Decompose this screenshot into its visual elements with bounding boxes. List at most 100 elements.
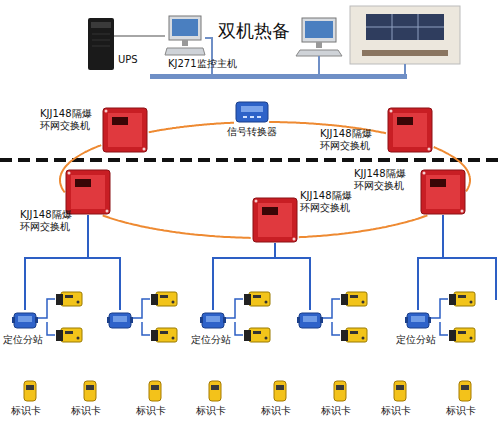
card-body [394,381,406,401]
node-label: KJJ148隔爆 环网交换机 [354,168,414,192]
bolt [423,172,426,175]
node-label: KJJ148隔爆 环网交换机 [300,190,360,214]
sw-node: KJJ148隔爆 环网交换机 [102,107,148,153]
switch-body [388,108,432,152]
bolt [68,172,71,175]
card-node: 标识卡 [23,380,37,402]
switch-body [253,198,297,242]
monitor [302,18,336,42]
sw-node: KJJ148隔爆 环网交换机 [65,169,111,215]
reader-icon [449,292,475,306]
sw-shape [102,107,148,153]
switch-display [112,117,128,125]
reader-icon [56,328,82,342]
node-label: 定位分站 [191,334,235,346]
keyboard [296,50,342,56]
reader-icon [151,292,177,306]
switch-display [75,179,91,187]
branch-link [418,215,443,310]
monitor-screen [305,21,333,38]
switch-display [262,207,278,215]
reader-wire [38,299,448,335]
card-band [336,385,344,390]
reader-icon [56,292,82,306]
node-label: KJJ148隔爆 环网交换机 [20,209,80,233]
node-label: 标识卡 [446,405,484,417]
monitor [169,16,201,40]
sub-shape [12,310,38,330]
card-body [149,381,161,401]
sub-node: 定位分站 [200,310,226,330]
card-node: 标识卡 [148,380,162,402]
substation-ear [223,317,226,323]
card-node: 标识卡 [83,380,97,402]
switch-body [66,170,110,214]
bolt [390,110,393,113]
card-node: 标识卡 [208,380,222,402]
card-shape [333,380,347,402]
card-shape [83,380,97,402]
ups-shape [88,18,114,70]
switch-cover [108,113,142,147]
node-label: 定位分站 [396,334,440,346]
card-shape [393,380,407,402]
switch-display [430,179,446,187]
switch-cover [393,113,427,147]
keyboard [165,48,205,55]
branch-wire [25,258,496,310]
substation-ear [428,317,431,323]
converter-panel [241,106,263,112]
switch-body [103,108,147,152]
reader-icon [341,292,367,306]
substation-ear [200,317,203,323]
conv-node: 信号转换器 [235,100,269,124]
node-label: 标识卡 [261,405,299,417]
sw-shape [420,169,466,215]
bolt [106,210,109,213]
diagram-title: 双机热备 [218,20,290,42]
reader-icon [341,328,367,342]
card-body [334,381,346,401]
sw-node: KJJ148隔爆 环网交换机 [252,197,298,243]
substation-panel [411,316,425,322]
node-label: 标识卡 [381,405,419,417]
card-band [211,385,219,390]
substation-ear [405,317,408,323]
substation-panel [206,316,220,322]
card-shape [23,380,37,402]
substation-ear [12,317,15,323]
card-shape [458,380,472,402]
video-wall [366,14,444,40]
ups-panel [91,22,111,28]
substation-body [202,313,224,328]
node-label: 标识卡 [321,405,359,417]
bolt [143,148,146,151]
bolt [105,110,108,113]
video-wall-grid [366,14,444,40]
ring-link [299,215,428,237]
card-band [276,385,284,390]
sw-node: KJJ148隔爆 环网交换机 [420,169,466,215]
card-band [151,385,159,390]
card-body [209,381,221,401]
ups-vent [92,34,110,46]
card-node: 标识卡 [458,380,472,402]
card-shape [148,380,162,402]
card-body [459,381,471,401]
card-node: 标识卡 [333,380,347,402]
converter-port [243,116,261,118]
substation-body [14,313,36,328]
bolt [428,148,431,151]
substation-icon [107,313,133,328]
monitor-screen [172,19,198,36]
sw-shape [65,169,111,215]
sw-node: KJJ148隔爆 环网交换机 [387,107,433,153]
sub-shape [405,310,431,330]
ups-body [88,18,114,70]
substation-body [407,313,429,328]
ring-link [149,123,234,133]
switch-display [397,117,413,125]
bolt [255,200,258,203]
pc-node: KJ271监控主机 [165,16,205,56]
